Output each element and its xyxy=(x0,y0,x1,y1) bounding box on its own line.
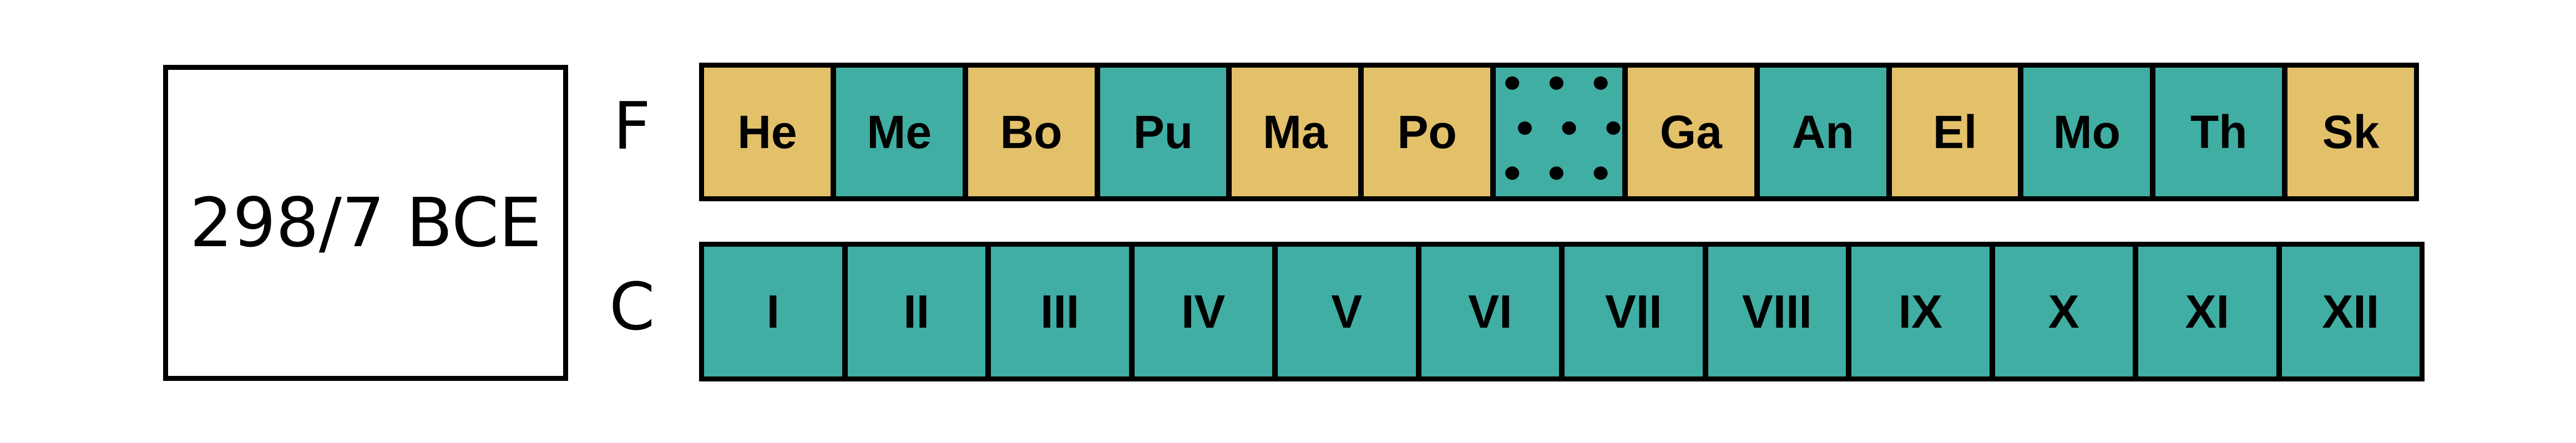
festival-month-cell: Pu xyxy=(1097,65,1229,199)
festival-month-cell: Ma xyxy=(1229,65,1362,199)
conciliar-month-cell: II xyxy=(844,244,988,379)
conciliar-month-cell: VIII xyxy=(1705,244,1849,379)
festival-month-cell: Bo xyxy=(965,65,1097,199)
festival-month-cell: Th xyxy=(2153,65,2285,199)
festival-month-cell: Po xyxy=(1361,65,1494,199)
conciliar-month-cell: VI xyxy=(1418,244,1562,379)
festival-month-cell: Mo xyxy=(2021,65,2153,199)
conciliar-month-cell: IV xyxy=(1131,244,1275,379)
conciliar-month-cell: IX xyxy=(1849,244,1992,379)
festival-row-label: F xyxy=(613,88,651,164)
festival-month-cell: Sk xyxy=(2285,65,2417,199)
conciliar-month-cell: V xyxy=(1275,244,1419,379)
festival-month-cell: An xyxy=(1757,65,1889,199)
conciliar-month-cell: X xyxy=(1992,244,2135,379)
conciliar-month-cell: I xyxy=(701,244,845,379)
conciliar-month-cell: XII xyxy=(2279,244,2422,379)
festival-month-intercalary-dotted-cell xyxy=(1493,65,1625,199)
conciliar-month-cell: XI xyxy=(2135,244,2279,379)
conciliar-month-cell: III xyxy=(988,244,1132,379)
conciliar-row-label: C xyxy=(609,268,655,345)
conciliar-month-cell: VII xyxy=(1562,244,1705,379)
festival-month-cell: El xyxy=(1889,65,2021,199)
year-box: 298/7 BCE xyxy=(163,65,568,381)
festival-month-cell: Ga xyxy=(1624,65,1757,199)
year-label: 298/7 BCE xyxy=(189,184,542,262)
dot-pattern-icon xyxy=(1496,68,1622,196)
festival-month-cell: He xyxy=(701,65,833,199)
festival-month-cell: Me xyxy=(833,65,965,199)
